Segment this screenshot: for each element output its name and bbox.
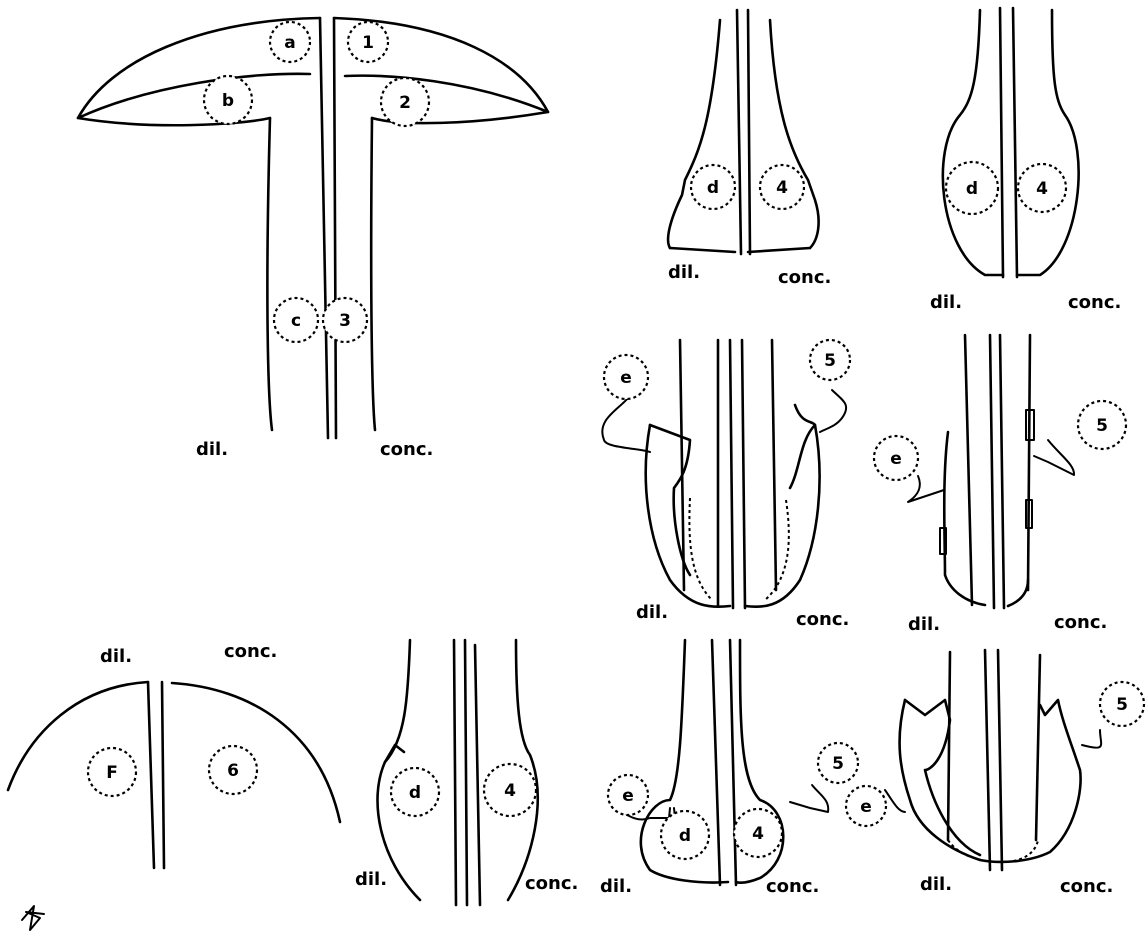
bulb-round-conc-caption: conc.	[1068, 292, 1121, 313]
diagram-waist: d 4 dil. conc.	[355, 640, 578, 905]
bulb-round-dil-caption: dil.	[930, 292, 962, 313]
dome-label-f: F	[106, 763, 118, 783]
bulb-round-label-d: d	[966, 179, 978, 199]
waist-label-d: d	[409, 783, 421, 803]
t-shape-label-c: c	[291, 311, 301, 331]
diagram-open-cup: e 5 dil. conc.	[846, 650, 1144, 897]
waist-dil-caption: dil.	[355, 869, 387, 890]
flared-cup-label-5: 5	[824, 351, 836, 371]
t-shape-label-1: 1	[362, 33, 374, 53]
t-shape-conc-caption: conc.	[380, 439, 433, 460]
diagram-bulb-round: d 4 dil. conc.	[930, 8, 1121, 313]
open-cup-dil-caption: dil.	[920, 874, 952, 895]
flared-cup-conc-caption: conc.	[796, 609, 849, 630]
narrow-tube-label-e: e	[890, 449, 902, 469]
diagram-flared-cup: e 5 dil. conc.	[602, 340, 850, 630]
cup-ball-label-5: 5	[832, 754, 844, 774]
t-shape-label-2: 2	[399, 93, 411, 113]
open-cup-conc-caption: conc.	[1060, 876, 1113, 897]
cup-ball-label-4: 4	[752, 824, 764, 844]
diagram-dome: F 6 dil. conc.	[8, 641, 340, 868]
bulb-square-label-d: d	[707, 178, 719, 198]
cup-ball-label-d: d	[679, 826, 691, 846]
narrow-tube-dil-caption: dil.	[908, 614, 940, 635]
narrow-tube-conc-caption: conc.	[1054, 612, 1107, 633]
diagram-t-shape: a b c 1 2 3 dil. conc.	[78, 18, 548, 460]
waist-label-4: 4	[504, 781, 516, 801]
diagram-narrow-tube: e 5 dil. conc.	[874, 335, 1126, 635]
cup-ball-label-e: e	[622, 786, 634, 806]
t-shape-label-3: 3	[339, 311, 351, 331]
bulb-square-label-4: 4	[776, 178, 788, 198]
t-shape-label-a: a	[284, 33, 295, 53]
dome-conc-caption: conc.	[224, 641, 277, 662]
t-shape-dil-caption: dil.	[196, 439, 228, 460]
dome-label-6: 6	[227, 761, 239, 781]
diagram-cup-ball: e d 5 4 dil. conc.	[600, 640, 858, 897]
bulb-round-label-4: 4	[1036, 179, 1048, 199]
open-cup-label-e: e	[860, 797, 872, 817]
diagram-bulb-square: d 4 dil. conc.	[668, 10, 831, 288]
cup-ball-conc-caption: conc.	[766, 876, 819, 897]
t-shape-label-b: b	[222, 91, 234, 111]
dome-dil-caption: dil.	[100, 646, 132, 667]
corner-mark-icon	[22, 906, 44, 930]
cup-ball-dil-caption: dil.	[600, 876, 632, 897]
open-cup-label-5: 5	[1116, 695, 1128, 715]
flared-cup-dil-caption: dil.	[636, 602, 668, 623]
bulb-square-conc-caption: conc.	[778, 267, 831, 288]
narrow-tube-label-5: 5	[1096, 416, 1108, 436]
flared-cup-label-e: e	[620, 368, 632, 388]
waist-conc-caption: conc.	[525, 873, 578, 894]
bulb-square-dil-caption: dil.	[668, 262, 700, 283]
